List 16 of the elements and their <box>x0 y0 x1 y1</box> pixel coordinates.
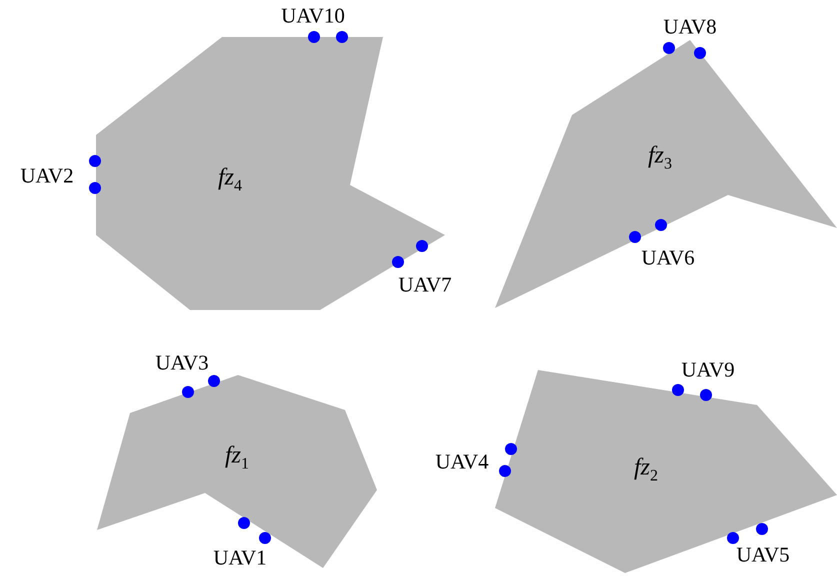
uav-label: UAV2 <box>20 166 74 186</box>
uav-label: UAV4 <box>435 452 489 472</box>
uav-label: UAV8 <box>663 16 717 38</box>
uav-label: UAV1 <box>213 548 267 568</box>
uav-label: UAV3 <box>155 352 209 374</box>
zone-polygon <box>495 40 837 308</box>
uav-label: UAV5 <box>736 544 790 566</box>
zone-label: fz$_{2}$ <box>634 456 658 484</box>
uav-label: UAV6 <box>641 248 695 268</box>
zone-polygon <box>97 375 377 568</box>
uav-label: UAV10 <box>281 6 345 26</box>
zone-label: fz$_{4}$ <box>218 166 242 194</box>
uav-label: UAV9 <box>681 360 735 380</box>
zone-label: fz$_{3}$ <box>648 144 672 172</box>
uav-label: UAV7 <box>398 274 452 296</box>
zone-label: fz$_{1}$ <box>225 444 249 472</box>
